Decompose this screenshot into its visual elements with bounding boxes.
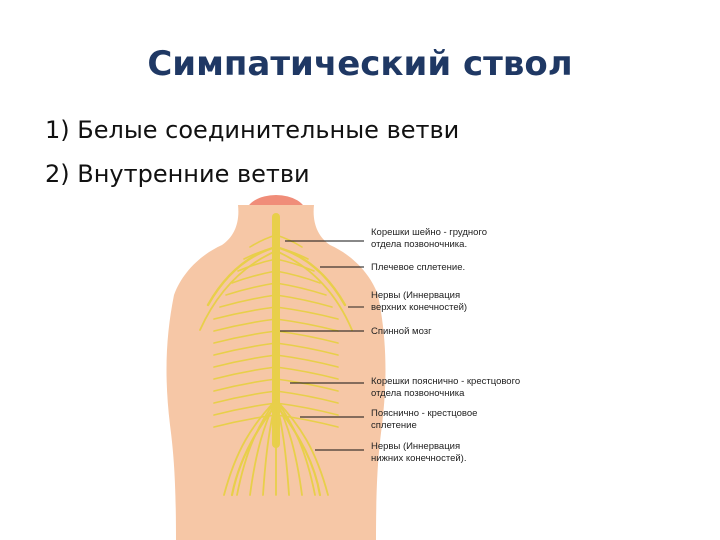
label-upper-limb-nerves: Нервы (Иннервация верхних конечностей) [371,290,468,313]
nerve-branch-left [213,306,277,320]
nerve-branch-right [275,378,339,392]
nerve-branches [199,234,353,497]
label-brachial-plexus: Плечевое сплетение. [371,262,466,273]
lumbosacral-nerve [275,399,329,496]
nerve-branch-left [213,366,277,380]
nerve-branch-left [213,390,277,404]
nerve-branch-right [275,342,339,356]
nerve-branch-left [213,342,277,356]
nerve-branch-right [275,258,315,272]
label-cervicothoracic-roots: Корешки шейно - грудного отдела позвоноч… [371,227,487,250]
nerve-branch-right [275,390,339,404]
lumbosacral-nerve [223,399,277,496]
sciatic-nerve-right [274,403,322,497]
nerve-branch-right [275,366,339,380]
lumbosacral-nerve [249,399,277,496]
label-lumbosacral-plexus: Пояснично - крестцовое сплетение [371,408,478,431]
nerve-branch-left [219,294,277,308]
brachial-plexus-right [275,250,353,331]
label-spinal-cord: Спинной мозг [371,326,432,337]
nerve-branch-right [275,330,339,344]
nerve-branch-right [275,306,339,320]
nerve-branch-right [275,318,339,332]
label-lower-limb-nerves: Нервы (Иннервация нижних конечностей). [371,441,467,464]
nerve-branch-left [213,354,277,368]
list-item-internal-branches: 2) Внутренние ветви [45,160,310,188]
slide-title: Симпатический ствол [147,44,573,84]
nerve-branch-left [213,402,277,416]
nerve-branch-left [231,270,277,284]
nerve-branch-right [275,270,321,284]
brachial-plexus-left [199,250,277,331]
list-item-white-rami: 1) Белые соединительные ветви [45,116,460,144]
brachial-plexus-right [274,245,347,307]
nerve-branch-left [225,282,277,296]
nerve-branch-right [275,294,333,308]
nerve-branch-right [275,354,339,368]
nerve-branch-left [237,258,277,272]
nerve-branch-right [275,234,303,248]
label-lumbosacral-roots: Корешки пояснично - крестцового отдела п… [371,376,521,399]
nerve-branch-right [275,402,339,416]
torso-diagram [166,195,386,540]
nerve-branch-left [213,318,277,332]
brachial-plexus-left [206,245,278,307]
nerve-branch-left [213,378,277,392]
nerve-branch-right [275,282,327,296]
leader-lines [280,240,364,451]
nerve-branch-right [275,414,339,428]
spinal-nerves-illustration: Корешки шейно - грудного отдела позвоноч… [130,195,586,540]
nerve-branch-left [213,330,277,344]
sciatic-nerve-left [230,403,278,497]
nerve-branch-left [249,234,277,248]
lumbosacral-nerve [275,399,303,496]
nerve-branch-left [213,414,277,428]
